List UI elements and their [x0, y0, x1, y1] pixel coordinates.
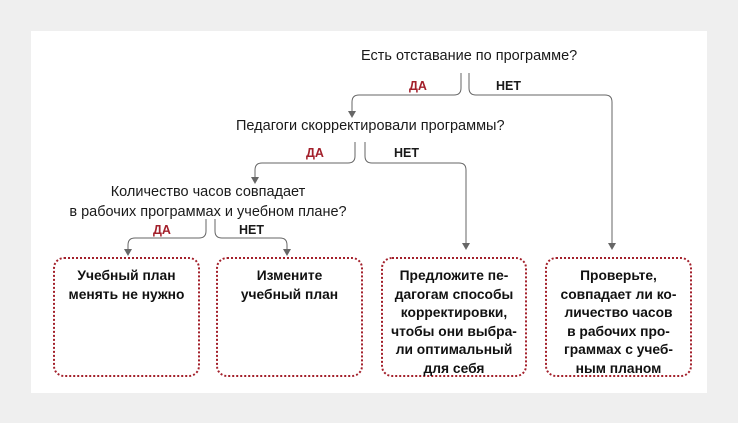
q3-no-connector	[214, 219, 288, 249]
q3-yes-connector	[127, 219, 207, 249]
q3-no-label: НЕТ	[239, 223, 264, 237]
outcome-check-hours: Проверьте, совпадает ли ко- личество час…	[545, 257, 692, 377]
arrowhead	[348, 111, 356, 118]
arrowhead	[608, 243, 616, 250]
question-hours-line1: Количество часов совпадает	[110, 184, 306, 200]
q1-no-connector	[468, 73, 613, 243]
q2-yes-connector	[254, 142, 356, 178]
question-lag: Есть отставание по программе?	[361, 48, 578, 64]
outcome-suggest-methods: Предложите пе- дагогам способы корректир…	[381, 257, 527, 377]
q3-yes-label: ДА	[153, 223, 171, 237]
q2-no-connector	[364, 142, 467, 243]
outcome-check-hours-text: Проверьте, совпадает ли ко- личество час…	[560, 268, 677, 376]
arrowhead	[462, 243, 470, 250]
arrowhead	[251, 177, 259, 184]
q1-yes-connector	[351, 73, 462, 112]
question-adjusted: Педагоги скорректировали программы?	[236, 118, 505, 134]
q1-no-label: НЕТ	[496, 79, 521, 93]
outcome-change-plan: Измените учебный план	[216, 257, 363, 377]
outcome-no-change-text: Учебный план менять не нужно	[68, 268, 185, 302]
question-hours: Количество часов совпадает в рабочих про…	[60, 182, 356, 222]
q2-no-label: НЕТ	[394, 146, 419, 160]
outcome-change-plan-text: Измените учебный план	[240, 268, 339, 302]
diagram-panel	[31, 31, 707, 393]
q1-yes-label: ДА	[409, 79, 427, 93]
q2-yes-label: ДА	[306, 146, 324, 160]
outcome-no-change: Учебный план менять не нужно	[53, 257, 200, 377]
arrowhead	[283, 249, 291, 256]
arrowhead	[124, 249, 132, 256]
outcome-suggest-methods-text: Предложите пе- дагогам способы корректир…	[391, 268, 517, 376]
question-hours-line2: в рабочих программах и учебном плане?	[69, 204, 347, 220]
